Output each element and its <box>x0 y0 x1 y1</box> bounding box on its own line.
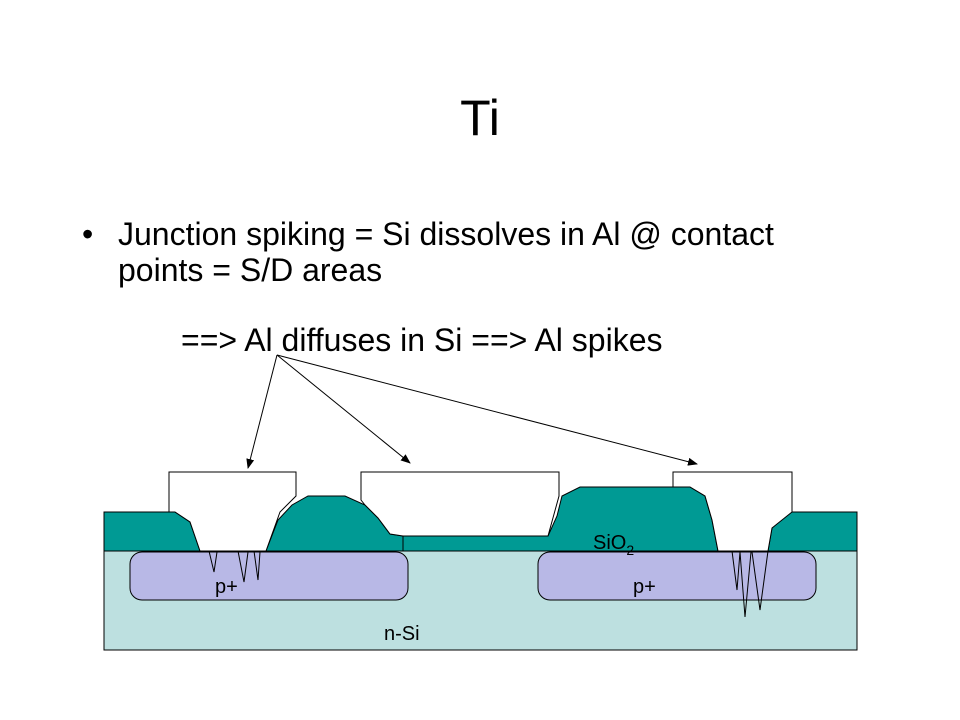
al-spike-left-3 <box>253 550 261 581</box>
arrow-to-center-contact <box>276 354 411 464</box>
n-si-label: n-Si <box>384 623 420 645</box>
al-spike-left-2 <box>237 550 249 583</box>
arrow-to-right-contact <box>276 354 698 466</box>
bullet-marker: • <box>82 216 94 252</box>
metal-contact-left <box>168 471 297 552</box>
al-spike-right-3 <box>751 550 769 611</box>
conclusion-line: ==> Al diffuses in Si ==> Al spikes <box>181 322 663 358</box>
slide-title: Ti <box>460 90 500 146</box>
bullet-item: • Junction spiking = Si dissolves in Al … <box>82 216 838 288</box>
al-spike-right-2 <box>739 551 752 618</box>
sio2-label: SiO2 <box>593 532 634 558</box>
bullet-text: Junction spiking = Si dissolves in Al @ … <box>118 216 774 288</box>
metal-contact-right <box>672 471 793 552</box>
al-spike-right-1 <box>731 550 741 591</box>
metal-contact-center <box>360 471 560 537</box>
p-plus-region-left <box>129 551 409 601</box>
p-plus-label-left: p+ <box>215 576 238 598</box>
p-plus-label-right: p+ <box>633 576 656 598</box>
al-spike-left-1 <box>208 550 218 573</box>
p-plus-region-right <box>537 551 817 601</box>
arrow-to-left-contact <box>246 354 278 469</box>
